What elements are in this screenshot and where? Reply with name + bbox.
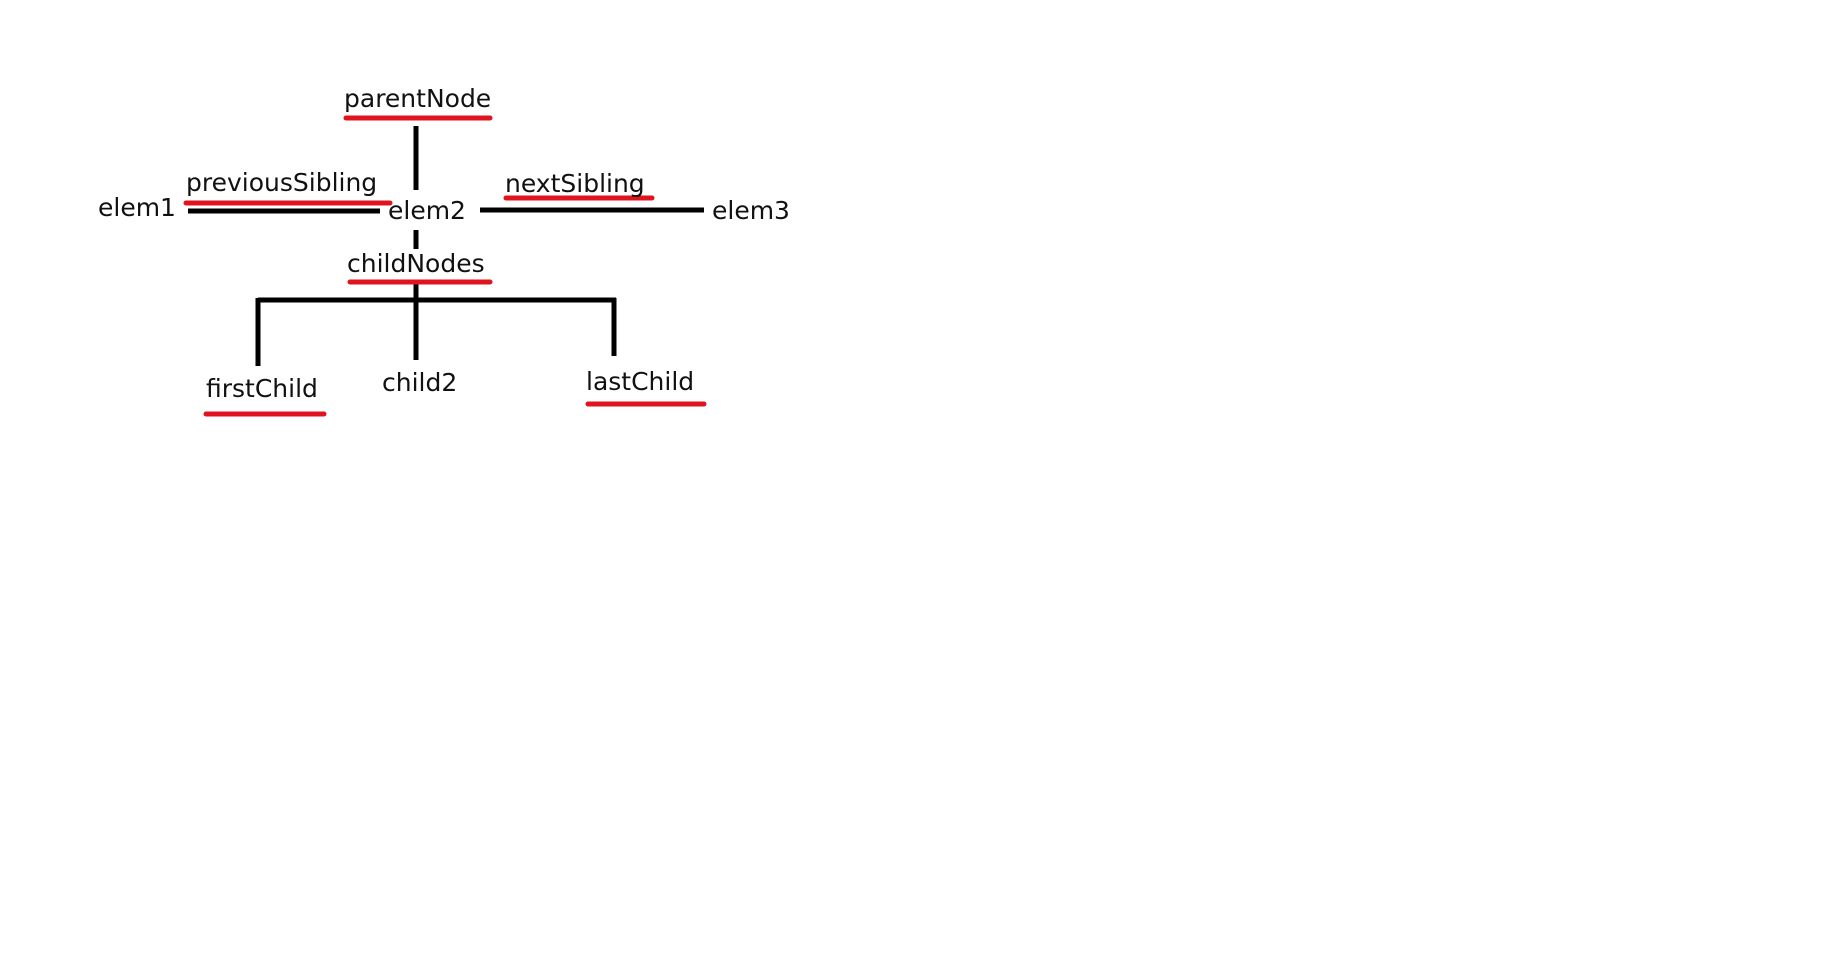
- parentnode-label: parentNode: [344, 84, 492, 113]
- lastchild-label: lastChild: [586, 367, 695, 396]
- child2-label: child2: [382, 368, 458, 397]
- nextsibling-label: nextSibling: [505, 169, 645, 198]
- elem2-label: elem2: [388, 196, 466, 225]
- elem3-label: elem3: [712, 196, 790, 225]
- elem1-label: elem1: [98, 193, 176, 222]
- childnodes-label: childNodes: [347, 249, 485, 278]
- firstchild-label: firstChild: [206, 374, 318, 403]
- previoussibling-label: previousSibling: [186, 168, 378, 197]
